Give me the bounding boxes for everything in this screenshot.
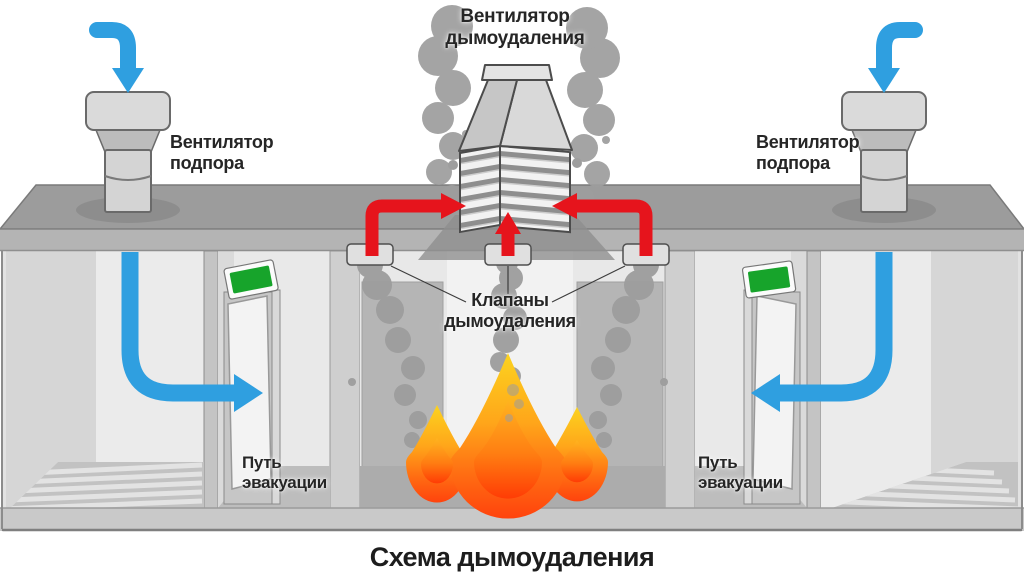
fresh-air-arrow-left-roof xyxy=(89,22,144,93)
fan-louvers-left xyxy=(459,144,501,234)
fresh-air-arrow-right-corridor xyxy=(751,252,893,412)
wall-divider xyxy=(664,250,696,509)
wall-divider xyxy=(806,250,822,509)
flame-right-core xyxy=(561,440,593,483)
fan-cap xyxy=(481,64,553,81)
flame-left-core xyxy=(421,438,453,484)
stairs-left xyxy=(6,462,204,512)
label-evacuation-path-left: Путь эвакуации xyxy=(242,453,327,493)
wall-divider xyxy=(329,250,361,509)
exit-sign-left xyxy=(223,259,279,300)
label-pressurization-fan-right: Вентилятор подпора xyxy=(756,132,860,174)
smoke-flow-arrow-left xyxy=(365,199,441,256)
label-smoke-exhaust-fan: Вентилятор дымоудаления xyxy=(445,6,585,50)
exit-sign-green xyxy=(747,266,791,293)
label-evacuation-path-right: Путь эвакуации xyxy=(698,453,783,493)
damper-leader-lines xyxy=(390,265,626,303)
building-outline xyxy=(1,251,1023,529)
wall-divider xyxy=(203,250,219,509)
exit-sign-green xyxy=(229,265,273,294)
label-smoke-dampers: Клапаны дымоудаления xyxy=(444,290,576,332)
smoke-plume-roof-left xyxy=(418,5,475,213)
smoke-flow-arrow-right xyxy=(577,199,653,256)
label-pressurization-fan-left: Вентилятор подпора xyxy=(170,132,274,174)
exit-sign-right xyxy=(741,260,797,299)
fresh-air-arrow-right-roof xyxy=(868,22,923,93)
pressurization-fan-right xyxy=(832,91,936,223)
smoke-flow-arrows xyxy=(365,193,653,256)
diagram-title: Схема дымоудаления xyxy=(369,542,655,572)
pressurization-fan-left xyxy=(76,91,180,223)
smoke-bubbles-on-flame xyxy=(505,384,524,422)
fire-flames xyxy=(406,353,608,519)
flame-center-core xyxy=(474,400,542,499)
building-base xyxy=(0,508,1024,531)
smoke-exhaust-fan xyxy=(418,64,615,260)
fresh-air-arrow-left-corridor xyxy=(121,252,263,412)
